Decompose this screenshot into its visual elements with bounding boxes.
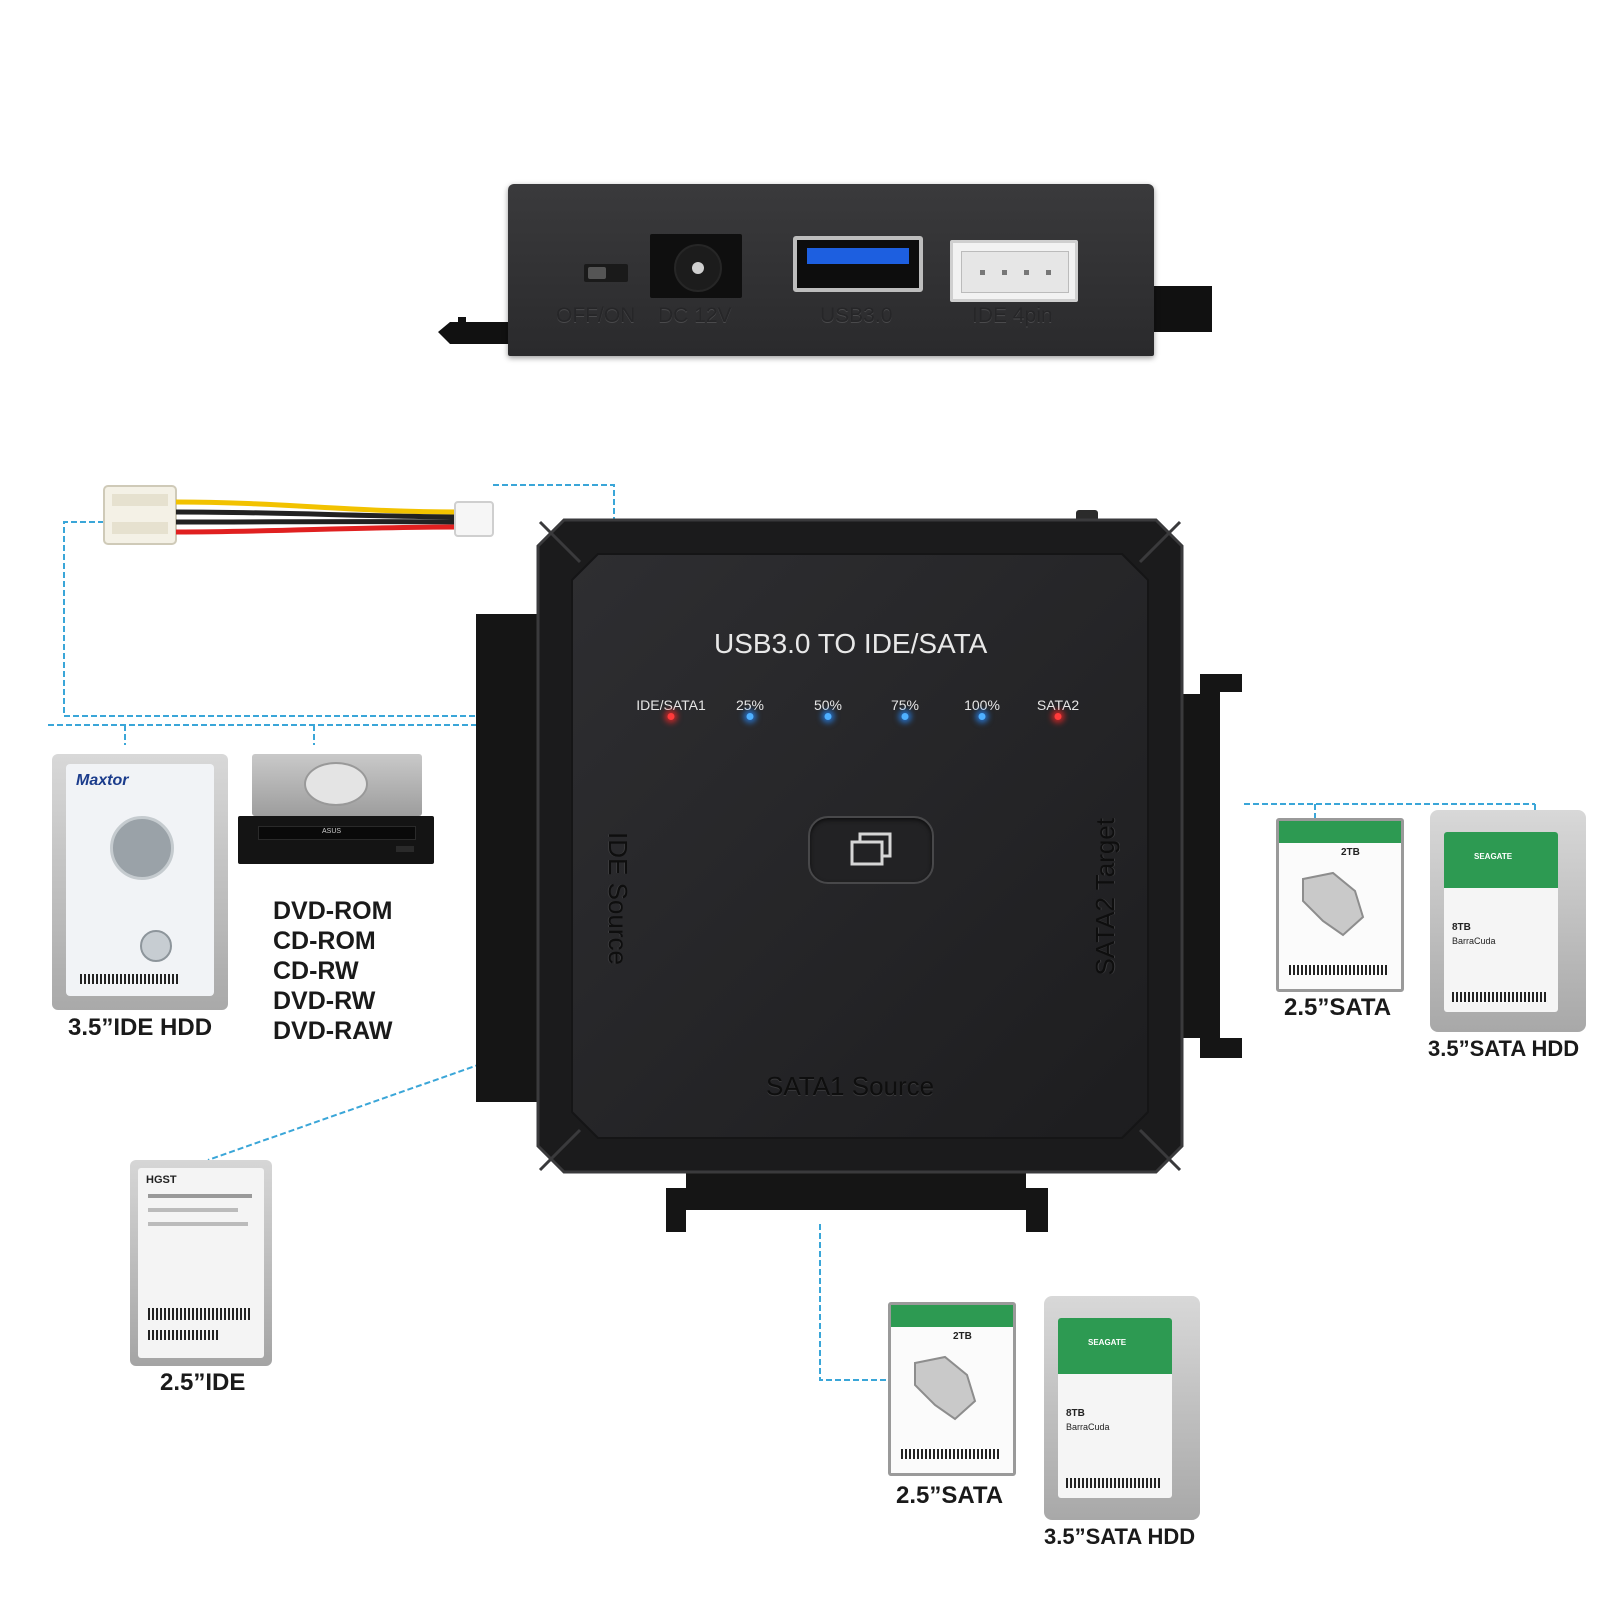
model-label: BarraCuda — [1452, 936, 1496, 946]
sata-25-right-label: 2.5”SATA — [1284, 994, 1392, 1021]
led-label-25: 25% — [735, 697, 765, 713]
optical-type: CD-RW — [273, 957, 359, 985]
side-panel: OFF/ON DC 12V USB3.0 IDE 4pin — [508, 184, 1154, 356]
dc-jack[interactable] — [650, 234, 742, 298]
led-label-50: 50% — [813, 697, 843, 713]
led-ide-sata1 — [667, 713, 675, 720]
seagate-logo: SEAGATE — [1088, 1338, 1127, 1347]
optical-type: DVD-ROM — [273, 897, 393, 925]
capacity-label: 2TB — [1341, 847, 1360, 858]
ide-source-label: IDE Source — [603, 832, 633, 965]
dc-label: DC 12V — [658, 304, 732, 327]
sata1-connector — [666, 1160, 1048, 1232]
sata-35-right: SEAGATE 8TB BarraCuda — [1430, 810, 1586, 1032]
led-75 — [901, 713, 909, 720]
power-switch[interactable] — [584, 264, 628, 282]
asus-logo: ASUS — [322, 828, 342, 835]
sata-25-right: 2TB — [1276, 818, 1404, 992]
ide-power-label: IDE 4pin — [972, 304, 1053, 327]
usb-label: USB3.0 — [820, 304, 893, 327]
right-connector-tab — [1150, 286, 1212, 332]
led-25 — [746, 713, 754, 720]
sata1-source-label: SATA1 Source — [766, 1071, 935, 1101]
sata-35-right-label: 3.5”SATA HDD — [1428, 1036, 1580, 1061]
led-50 — [824, 713, 832, 720]
maxtor-logo: Maxtor — [76, 772, 129, 789]
sata-25-bottom: 2TB — [888, 1302, 1016, 1476]
ide-25-hdd: HGST — [130, 1160, 272, 1366]
sata2-target-label: SATA2 Target — [1090, 818, 1120, 976]
ide-35-hdd: Maxtor — [52, 754, 228, 1010]
capacity-label: 8TB — [1452, 922, 1471, 933]
led-100 — [978, 713, 986, 720]
sata-35-bottom-label: 3.5”SATA HDD — [1044, 1524, 1196, 1549]
capacity-label: 2TB — [953, 1331, 972, 1342]
led-label-100: 100% — [964, 697, 1000, 713]
sata-25-bottom-label: 2.5”SATA — [896, 1482, 1004, 1509]
hgst-logo: HGST — [146, 1174, 177, 1186]
ide-4pin-port[interactable] — [950, 240, 1078, 302]
led-label-ide-sata1: IDE/SATA1 — [636, 697, 706, 713]
model-label: BarraCuda — [1066, 1422, 1110, 1432]
left-connector-tab — [438, 317, 512, 344]
seagate-logo: SEAGATE — [1474, 852, 1513, 861]
ide-25-label: 2.5”IDE — [160, 1369, 246, 1396]
ide-35-hdd-label: 3.5”IDE HDD — [68, 1014, 213, 1041]
device-title: USB3.0 TO IDE/SATA — [714, 628, 988, 659]
optical-type: DVD-RAW — [273, 1017, 393, 1045]
sata-35-bottom: SEAGATE 8TB BarraCuda — [1044, 1296, 1200, 1520]
optical-type: CD-ROM — [273, 927, 376, 955]
led-sata2 — [1054, 713, 1062, 720]
clone-icon — [850, 832, 892, 866]
usb3-port[interactable] — [793, 236, 923, 292]
switch-label: OFF/ON — [556, 304, 636, 327]
optical-drive-types: DVD-ROM CD-ROM CD-RW DVD-RW DVD-RAW — [273, 896, 392, 1046]
clone-button[interactable] — [808, 816, 934, 884]
capacity-label: 8TB — [1066, 1408, 1085, 1419]
optical-drive: ASUS — [238, 754, 434, 866]
ide-40pin-connector — [476, 614, 548, 1102]
led-label-sata2: SATA2 — [1036, 697, 1080, 713]
optical-type: DVD-RW — [273, 987, 376, 1015]
led-label-75: 75% — [890, 697, 920, 713]
molex-power-cable — [103, 485, 494, 545]
